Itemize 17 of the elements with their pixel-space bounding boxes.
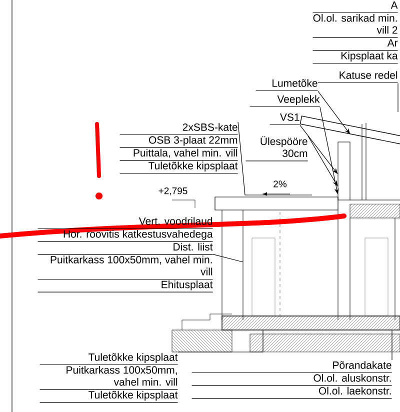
callout-label: Veeplekk: [250, 95, 320, 108]
callout-label: Ülespööre 30cm: [246, 136, 308, 162]
callout-label: Katuse redel: [318, 71, 398, 84]
leader-line: [238, 122, 312, 196]
callout-label: Põrandakate Ol.ol. aluskonstr. Ol.ol. laekonstr.: [192, 361, 392, 399]
dimension-label: +2,795: [158, 187, 188, 196]
callout-label: VS1: [270, 113, 300, 126]
callout-label: Tuletõkke kipsplaat Puitkarkass 100x50mm, vahel min. vill Tuletõkke kipsplaat: [40, 353, 178, 403]
dimension-label: 2%: [274, 180, 287, 188]
callout-label: Lumetõke: [256, 79, 318, 92]
leader-line: [308, 136, 338, 186]
callout-label: 2xSBS-kate OSB 3-plaat 22mm Puittala, vahel min. vill Tuletõkke kipsplaat: [120, 123, 238, 174]
floor-slab: [222, 316, 400, 330]
leader-line: [212, 254, 244, 262]
parapet-wall: [338, 142, 350, 200]
callout-label: A Ol.ol. sarikad min. vill 2 Ar Kipsplaat ka: [312, 2, 398, 64]
leader-line: [178, 330, 264, 352]
